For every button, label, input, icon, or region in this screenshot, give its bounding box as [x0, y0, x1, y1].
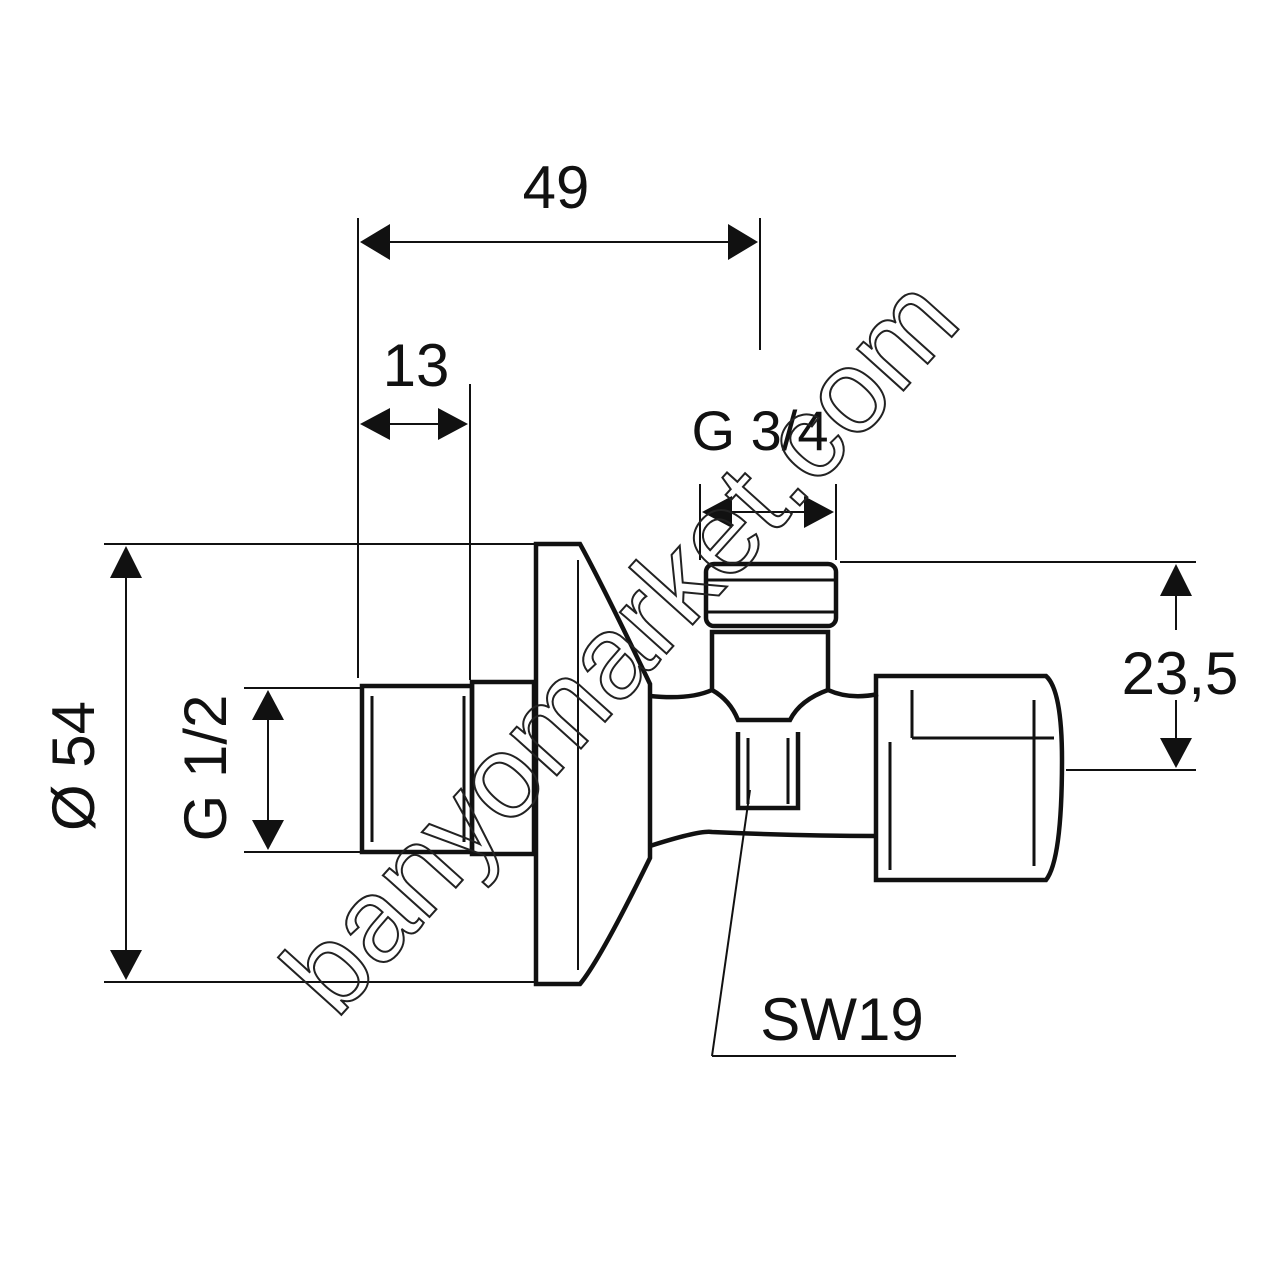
compression-nut — [873, 673, 1065, 883]
inlet-nipple — [359, 679, 537, 857]
dimension-23-5 — [840, 561, 1196, 771]
dimension-g34 — [699, 484, 837, 560]
dimension-49-label: 49 — [523, 154, 590, 221]
dimension-g34-label: G 3/4 — [692, 399, 829, 462]
dimension-54-label: Ø 54 — [40, 701, 107, 831]
spindle — [735, 732, 801, 811]
dimension-23-5-label: 23,5 — [1122, 640, 1239, 707]
valve-body — [359, 541, 1065, 987]
dimension-g12 — [244, 687, 360, 853]
dimension-54 — [104, 543, 534, 983]
flange — [533, 541, 653, 987]
dimension-13-label: 13 — [383, 332, 450, 399]
dimension-49 — [357, 218, 761, 678]
dimension-g12-label: G 1/2 — [172, 695, 239, 842]
outlet-thread — [703, 561, 839, 629]
leader-sw19 — [711, 789, 956, 1057]
sw19-label: SW19 — [760, 986, 923, 1053]
dimension-13 — [360, 384, 471, 680]
body-pipe — [649, 629, 879, 849]
